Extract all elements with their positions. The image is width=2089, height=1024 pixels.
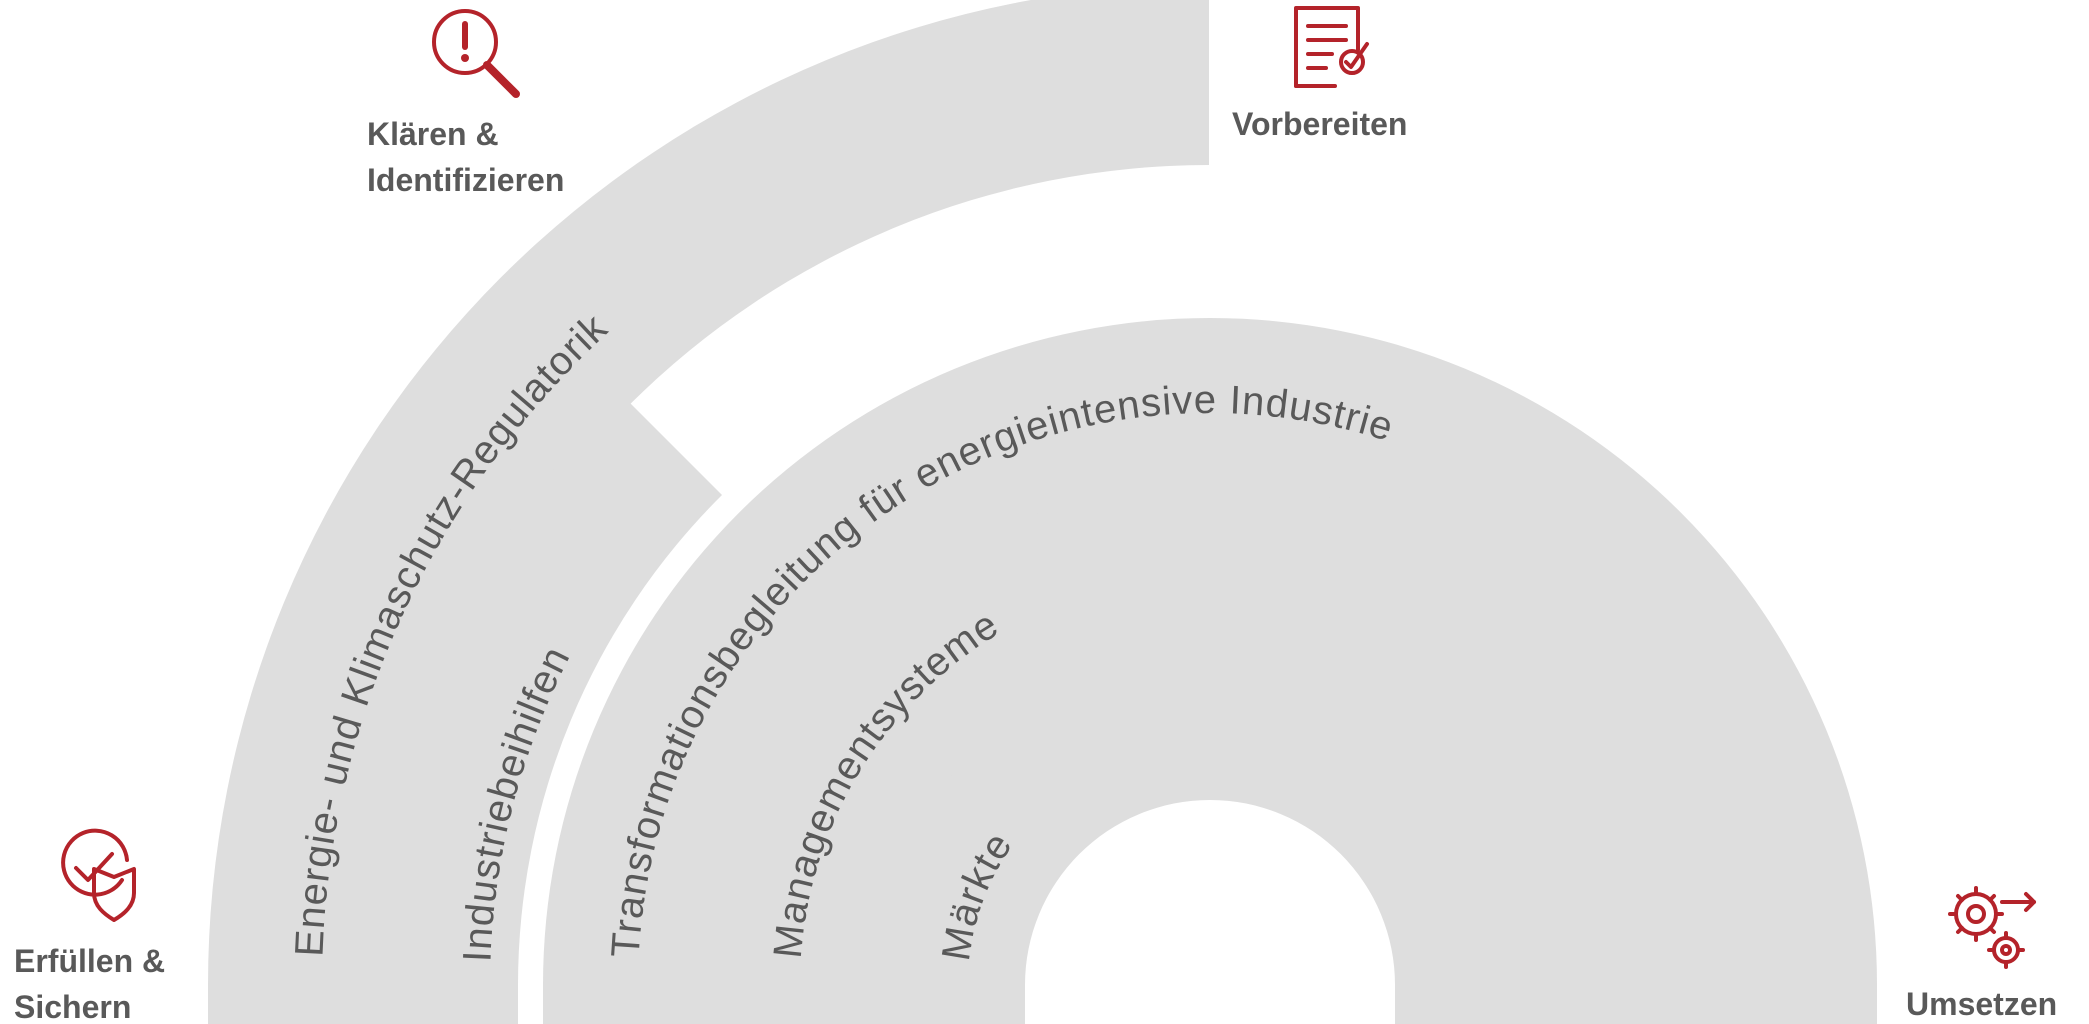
shield-check-icon xyxy=(61,828,136,922)
phase-label-vorbereiten: Vorbereiten xyxy=(1232,106,1407,142)
magnifier-alert-icon xyxy=(432,9,520,98)
transformationsbegleitung-band xyxy=(543,318,1877,1024)
gears-arrow-icon xyxy=(1948,886,2036,969)
regulatorik-band xyxy=(208,0,1209,1024)
checklist-document-icon xyxy=(1294,6,1369,88)
phase-label-erfuellen: Erfüllen & Sichern xyxy=(14,943,174,1024)
phase-label-klaeren: Klären & Identifizieren xyxy=(367,116,564,198)
phase-label-umsetzen: Umsetzen xyxy=(1906,986,2057,1022)
industriebeihilfen-band xyxy=(375,394,722,1024)
managementsysteme-band xyxy=(708,483,1712,1024)
maerkte-band xyxy=(877,652,1543,1024)
